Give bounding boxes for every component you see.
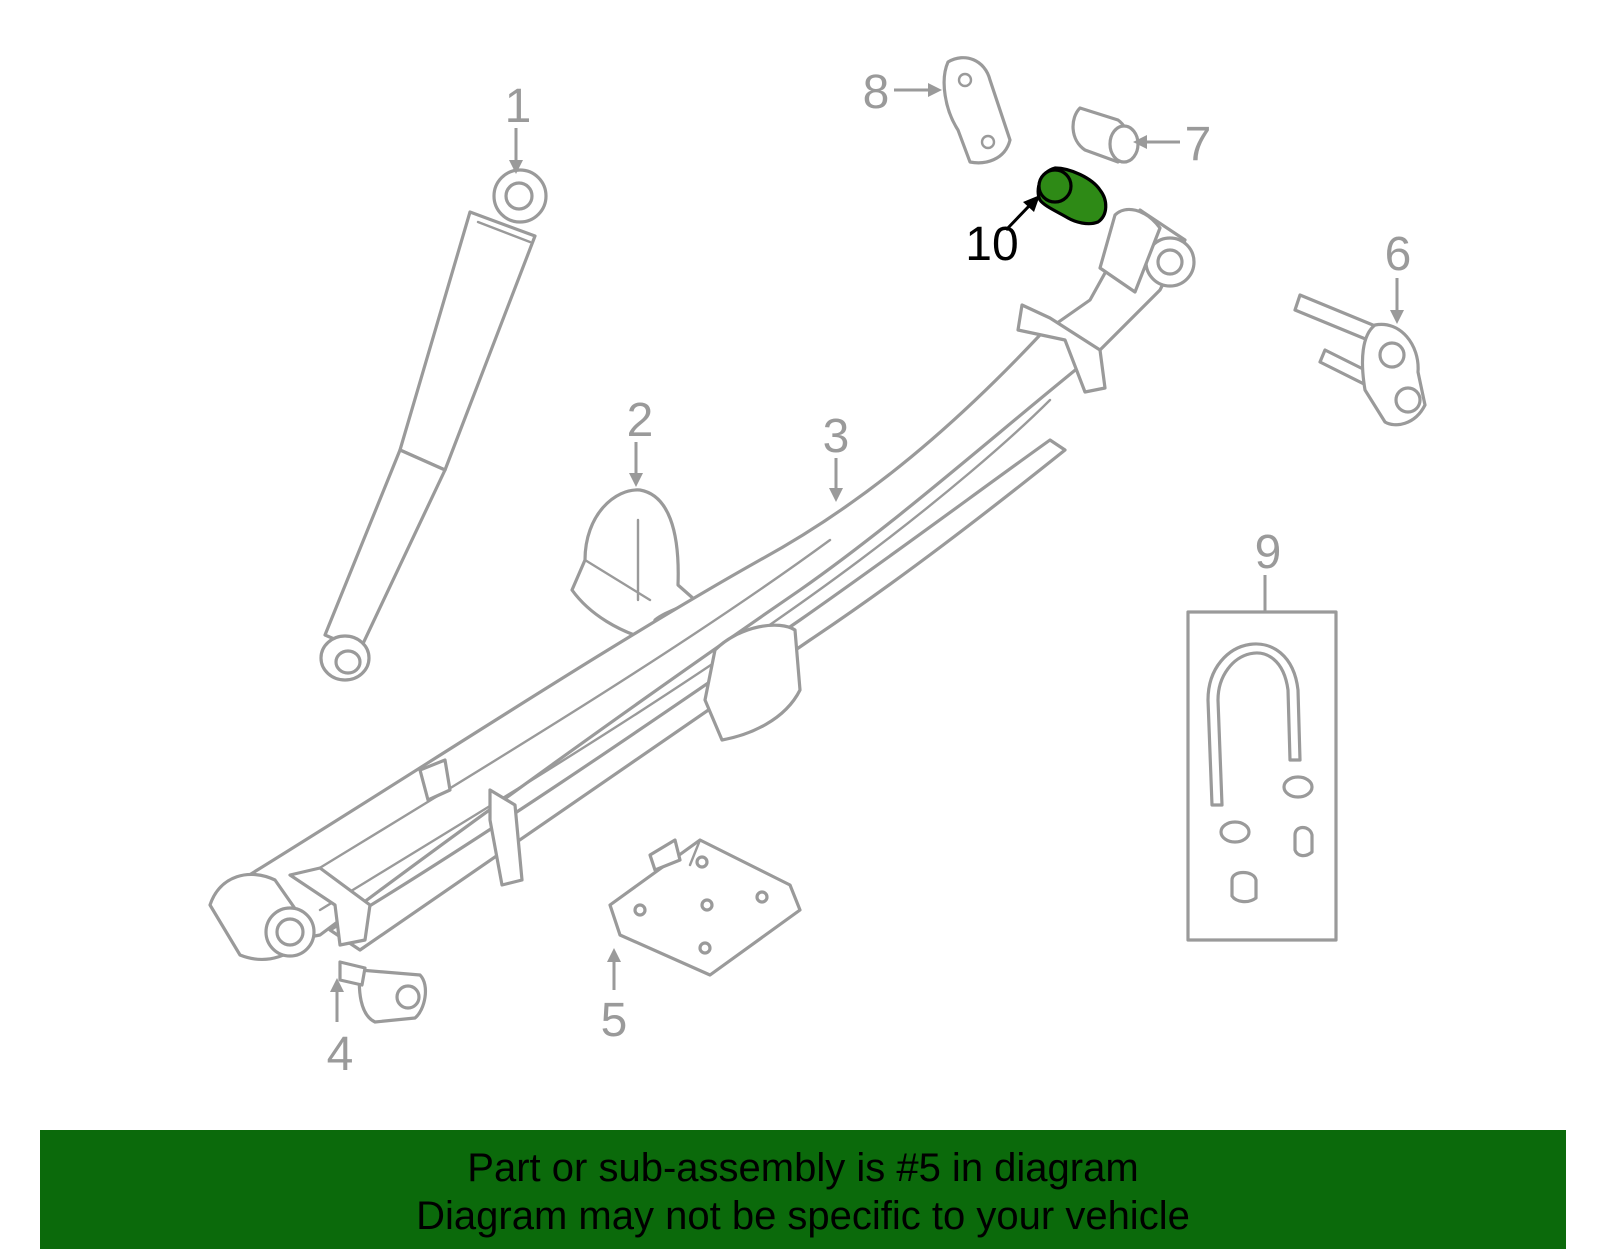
callout-3: 6: [1385, 228, 1412, 324]
part-8-spring-plate[interactable]: [608, 838, 802, 977]
banner-line-2: Diagram may not be specific to your vehi…: [416, 1194, 1190, 1238]
callout-10: 2: [627, 394, 654, 487]
part-1-leaf-spring[interactable]: [208, 207, 1196, 961]
callout-2: 4: [327, 978, 354, 1081]
callout-10-label: 2: [627, 394, 654, 447]
callout-1: 3: [823, 410, 850, 502]
info-banner: Part or sub-assembly is #5 in diagram Di…: [40, 1130, 1566, 1249]
callout-8: 5: [601, 948, 628, 1047]
callout-1-label: 3: [823, 410, 850, 463]
part-7-ubolt-kit[interactable]: [1186, 610, 1338, 942]
part-9-shock-absorber[interactable]: [319, 168, 548, 682]
callout-7: 9: [1255, 526, 1282, 612]
part-2-shackle-bolt[interactable]: [338, 960, 428, 1024]
callout-9: 1: [505, 80, 532, 174]
callout-9-label: 1: [505, 80, 532, 133]
parts-diagram: 1 2 3 4 5 6 7 8 9 10: [208, 56, 1427, 1081]
callout-3-label: 6: [1385, 228, 1412, 281]
part-5-highlighted-bushing[interactable]: [1036, 166, 1108, 226]
part-3-shackle[interactable]: [1293, 293, 1427, 427]
callout-4: 7: [1133, 118, 1211, 171]
banner-line-1: Part or sub-assembly is #5 in diagram: [467, 1146, 1139, 1190]
callout-7-label: 9: [1255, 526, 1282, 579]
callout-5: 10: [965, 195, 1040, 271]
callout-2-label: 4: [327, 1028, 354, 1081]
part-6-hanger-bracket[interactable]: [942, 56, 1012, 165]
callout-6: 8: [863, 66, 942, 119]
part-4-bushing[interactable]: [1071, 106, 1140, 164]
callout-8-label: 5: [601, 994, 628, 1047]
callout-6-label: 8: [863, 66, 890, 119]
part-10-bracket[interactable]: [570, 488, 697, 642]
callout-4-label: 7: [1185, 118, 1212, 171]
